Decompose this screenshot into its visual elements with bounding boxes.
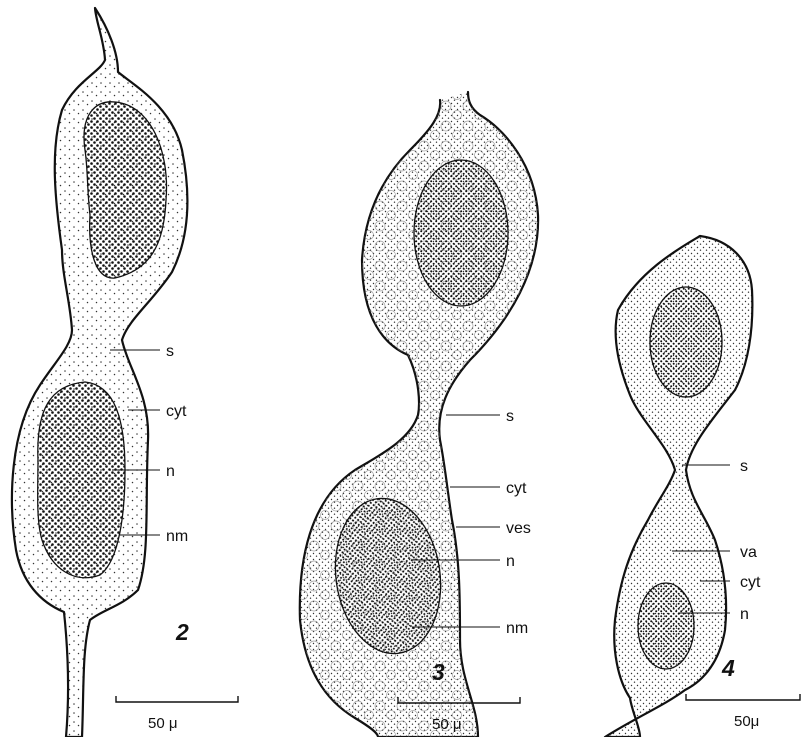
nucleus-fig3-upper xyxy=(414,160,508,306)
figure-number-2: 2 xyxy=(175,619,189,645)
scale-bar-fig2 xyxy=(116,696,238,702)
scale-bar-fig4 xyxy=(686,694,800,700)
figure-4: s va cyt n 4 50μ xyxy=(605,236,800,737)
figure-2: s cyt n nm 2 50 μ xyxy=(12,8,238,737)
scale-label-fig2: 50 μ xyxy=(148,715,178,732)
label-n-fig2: n xyxy=(166,463,175,480)
nucleus-fig2-lower xyxy=(38,382,125,578)
label-s-fig2: s xyxy=(166,343,174,360)
figure-number-3: 3 xyxy=(432,659,445,685)
scale-label-fig4: 50μ xyxy=(734,713,759,730)
label-cyt-fig2: cyt xyxy=(166,403,187,420)
label-nm-fig2: nm xyxy=(166,528,188,545)
label-cyt-fig4: cyt xyxy=(740,574,761,591)
scale-label-fig3: 50 μ xyxy=(432,716,462,733)
label-va-fig4: va xyxy=(740,544,757,561)
figure-3: s cyt ves n nm 3 50 μ xyxy=(300,92,538,737)
label-s-fig3: s xyxy=(506,408,514,425)
nucleus-fig4-lower xyxy=(638,583,694,669)
label-n-fig3: n xyxy=(506,553,515,570)
label-s-fig4: s xyxy=(740,458,748,475)
figure-number-4: 4 xyxy=(721,655,735,681)
label-ves-fig3: ves xyxy=(506,520,531,537)
nucleus-fig4-upper xyxy=(650,287,722,397)
label-cyt-fig3: cyt xyxy=(506,480,527,497)
label-nm-fig3: nm xyxy=(506,620,528,637)
label-n-fig4: n xyxy=(740,606,749,623)
